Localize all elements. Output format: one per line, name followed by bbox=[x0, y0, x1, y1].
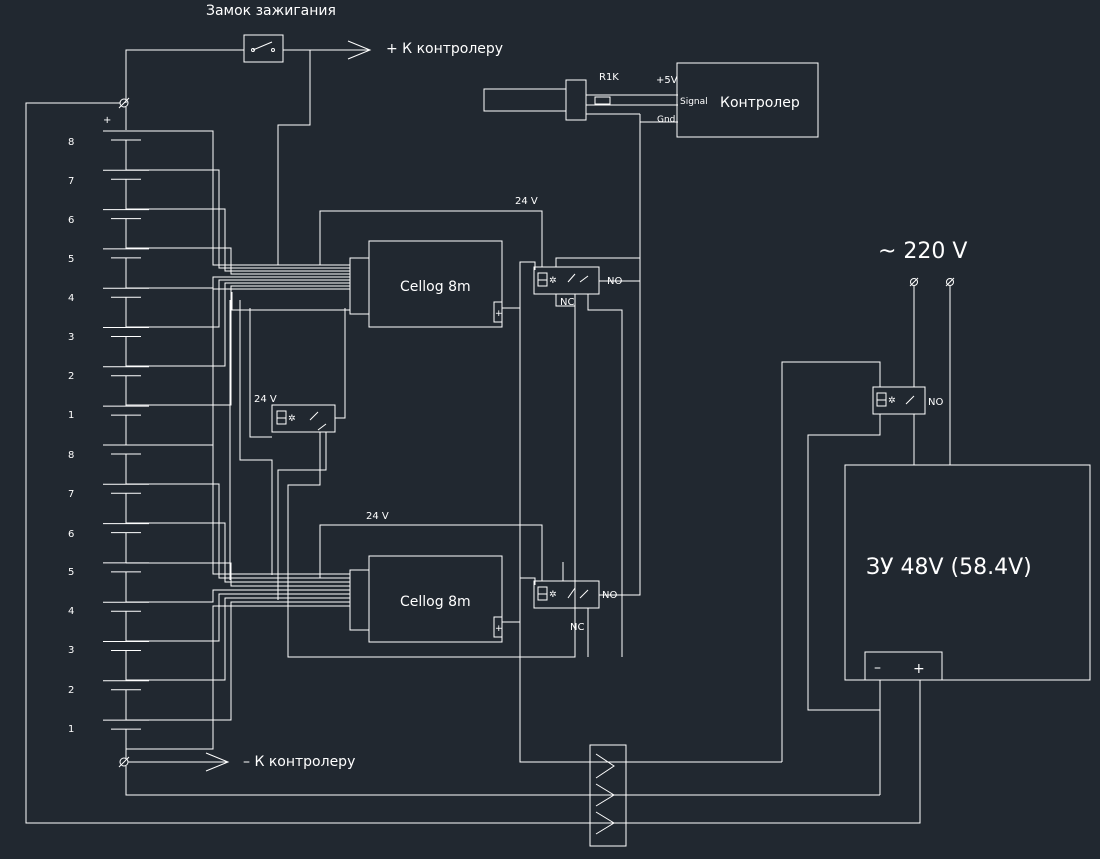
balance-wire bbox=[126, 444, 350, 575]
balance-wire bbox=[126, 169, 350, 269]
cell-numbers-bottom: 8 7 6 5 4 3 2 1 bbox=[68, 450, 74, 735]
relay-charger: ✲ bbox=[872, 386, 926, 415]
balance-wire bbox=[126, 276, 350, 289]
balance-wire bbox=[126, 247, 350, 275]
relay-top: ✲ bbox=[533, 266, 600, 295]
balance-wire bbox=[126, 130, 350, 266]
charger-minus-label: – bbox=[874, 660, 881, 676]
svg-text:✲: ✲ bbox=[549, 276, 557, 286]
balance-wire bbox=[126, 282, 350, 367]
cell-label: 1 bbox=[68, 410, 74, 421]
to-controller-minus-label: – К контролеру bbox=[243, 754, 355, 770]
cell-label: 5 bbox=[68, 567, 74, 578]
cell-label: 2 bbox=[68, 371, 74, 382]
charger-plus-label: + bbox=[913, 661, 925, 677]
cell-label: 3 bbox=[68, 332, 74, 343]
cell-label: 6 bbox=[68, 529, 74, 540]
charge-connector bbox=[589, 744, 627, 847]
cell-label: 4 bbox=[68, 293, 74, 304]
balance-wire bbox=[126, 605, 350, 750]
relay-top-voltage: 24 V bbox=[515, 196, 538, 207]
cell-numbers-top: 8 7 6 5 4 3 2 1 bbox=[68, 137, 74, 421]
charger-box bbox=[844, 464, 1091, 681]
balance-wire bbox=[126, 522, 350, 583]
svg-text:+: + bbox=[495, 309, 503, 319]
relay-middle-voltage: 24 V bbox=[254, 394, 277, 405]
balance-wire bbox=[126, 483, 350, 579]
cellog-bottom-label: Cellog 8m bbox=[400, 594, 471, 610]
relay-middle: ✲ bbox=[271, 404, 336, 433]
cell-label: 3 bbox=[68, 645, 74, 656]
controller-box bbox=[676, 62, 819, 138]
relay-bottom: ✲ bbox=[533, 580, 600, 609]
charger-terminals bbox=[864, 651, 943, 681]
arrow-plus-controller-icon bbox=[345, 40, 372, 60]
balance-wire bbox=[126, 562, 350, 587]
plus5v-label: +5V bbox=[656, 75, 678, 86]
balance-wire bbox=[126, 589, 350, 603]
charger-label: ЗУ 48V (58.4V) bbox=[866, 555, 1032, 580]
balance-wire bbox=[277, 432, 327, 600]
battery-plus-label: + bbox=[103, 115, 111, 126]
balance-wire bbox=[126, 285, 350, 406]
controller-label: Контролер bbox=[720, 95, 800, 111]
mains-label: ~ 220 V bbox=[878, 239, 967, 264]
balance-wire bbox=[126, 288, 350, 446]
relay-charger-no: NO bbox=[928, 397, 943, 408]
cell-label: 8 bbox=[68, 450, 74, 461]
cell-label: 8 bbox=[68, 137, 74, 148]
cell-label: 1 bbox=[68, 724, 74, 735]
cell-label: 5 bbox=[68, 254, 74, 265]
cellog-bottom: + bbox=[349, 555, 503, 643]
arrow-minus-controller-icon bbox=[205, 752, 230, 772]
relay-bottom-voltage: 24 V bbox=[366, 511, 389, 522]
balance-wire bbox=[126, 597, 350, 681]
resistor-label: R1K bbox=[599, 72, 619, 83]
relay-bottom-nc: NC bbox=[570, 622, 584, 633]
mains-terminals bbox=[909, 277, 955, 287]
cell-label: 2 bbox=[68, 685, 74, 696]
to-controller-plus-label: + К контролеру bbox=[386, 41, 503, 57]
relay-top-nc: NC bbox=[560, 297, 574, 308]
balance-wire bbox=[126, 279, 350, 328]
balance-wire bbox=[126, 601, 350, 721]
balance-wires-top bbox=[126, 130, 350, 575]
cell-label: 7 bbox=[68, 176, 74, 187]
svg-text:✲: ✲ bbox=[288, 414, 296, 424]
svg-text:+: + bbox=[495, 624, 503, 634]
cellog-top: + bbox=[349, 240, 503, 328]
balance-wire bbox=[126, 593, 350, 642]
svg-text:✲: ✲ bbox=[549, 590, 557, 600]
cell-label: 7 bbox=[68, 489, 74, 500]
cell-label: 4 bbox=[68, 606, 74, 617]
ignition-switch bbox=[243, 34, 284, 63]
balance-wire bbox=[231, 292, 350, 311]
cellog-top-label: Cellog 8m bbox=[400, 279, 471, 295]
svg-text:✲: ✲ bbox=[888, 396, 896, 406]
balance-wires-bottom bbox=[126, 300, 350, 750]
throttle-sensor bbox=[483, 79, 678, 123]
cell-label: 6 bbox=[68, 215, 74, 226]
balance-wire bbox=[239, 300, 273, 575]
signal-label: Signal bbox=[680, 97, 708, 107]
balance-wire bbox=[126, 208, 350, 272]
ignition-label: Замок зажигания bbox=[206, 3, 336, 19]
gnd-label: Gnd bbox=[657, 115, 675, 125]
cells-bottom bbox=[103, 444, 149, 760]
